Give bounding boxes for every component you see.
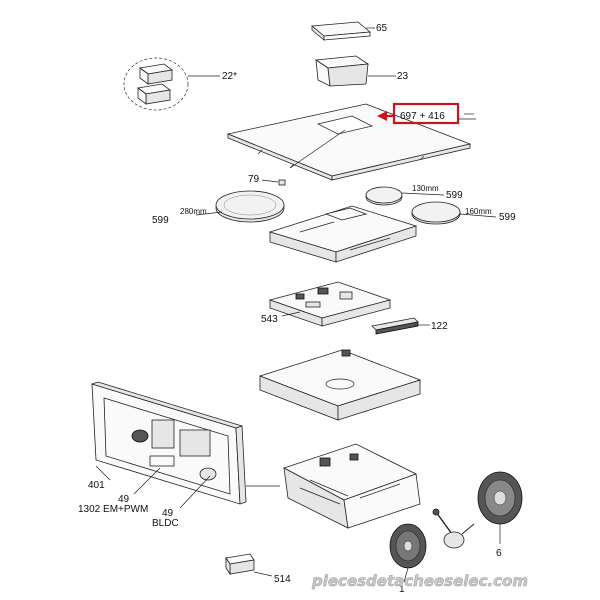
label-49-bldc-sub: BLDC (152, 518, 179, 529)
dimension-label: 697 + 416 (400, 111, 445, 122)
blower-housing (282, 443, 421, 529)
part-543: 543 (261, 281, 392, 327)
label-599-right: 599 (499, 212, 516, 223)
part-599-coil-160: 160mm 599 (411, 201, 516, 225)
dimension-highlight-box (392, 102, 460, 125)
motor-assembly (432, 508, 475, 549)
label-49-em: 49 (118, 494, 130, 505)
label-1: 1 (399, 584, 405, 595)
label-22: 22* (222, 71, 237, 82)
label-543: 543 (261, 314, 278, 325)
part-514: 514 (225, 553, 291, 585)
label-65: 65 (376, 23, 388, 34)
label-49-em-sub: 1302 EM+PWM (78, 504, 148, 515)
red-arrow-icon (377, 111, 387, 121)
label-6: 6 (496, 548, 502, 559)
part-599-coil-130: 130mm 599 (365, 184, 463, 206)
part-599-coil-280: 599 280mm (152, 190, 285, 226)
part-65: 65 (310, 21, 388, 41)
front-housing: 401 49 1302 EM+PWM 49 BLDC (78, 381, 280, 529)
coil-support-tray (268, 205, 418, 263)
label-599-top: 599 (446, 190, 463, 201)
label-160mm: 160mm (465, 207, 492, 216)
label-122: 122 (431, 321, 448, 332)
watermark: piecesdetacheeselec.com (311, 572, 528, 590)
label-49-bldc: 49 (162, 508, 174, 519)
part-22: 22* (123, 57, 237, 111)
label-130mm: 130mm (412, 184, 439, 193)
part-79: 79 (248, 174, 286, 186)
part-23: 23 (314, 55, 409, 87)
label-514: 514 (274, 574, 291, 585)
label-79: 79 (248, 174, 260, 185)
label-23: 23 (397, 71, 409, 82)
part-122: 122 (371, 317, 448, 335)
label-280mm: 280mm (180, 207, 207, 216)
part-1-fan: 1 (389, 523, 427, 595)
label-401: 401 (88, 480, 105, 491)
label-599-left: 599 (152, 215, 169, 226)
chassis-tray (258, 349, 422, 421)
part-6-blower-wheel: 6 (477, 471, 523, 559)
dimension-callout: 697 + 416 (377, 102, 476, 125)
